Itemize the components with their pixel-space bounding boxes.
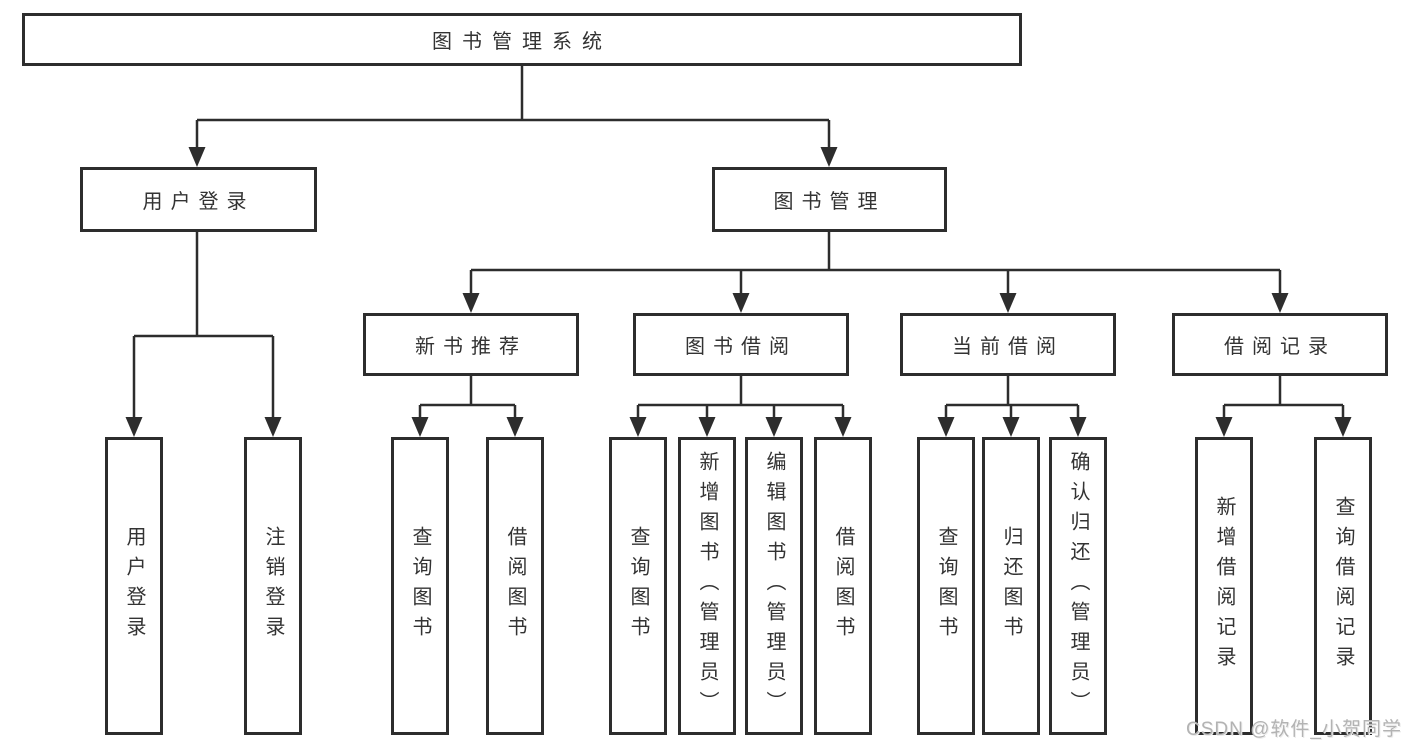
node-library-system: 图书管理系统 <box>22 13 1022 66</box>
leaf-logout-label: 注销登录 <box>262 526 284 646</box>
leaf-logout: 注销登录 <box>244 437 302 735</box>
leaf-add-book-admin: 新增图书（管理员） <box>678 437 736 735</box>
leaf-return-book: 归还图书 <box>982 437 1040 735</box>
leaf-query-borrow-record: 查询借阅记录 <box>1314 437 1372 735</box>
leaf-confirm-return-admin: 确认归还（管理员） <box>1049 437 1107 735</box>
leaf-user-login-label: 用户登录 <box>123 526 145 646</box>
leaf-borrow-books-label: 借阅图书 <box>832 526 854 646</box>
leaf-edit-book-admin: 编辑图书（管理员） <box>745 437 803 735</box>
connector-lines <box>132 66 1345 420</box>
node-book-management: 图书管理 <box>712 167 947 232</box>
node-current-borrowing-label: 当前借阅 <box>952 336 1064 358</box>
node-user-login: 用户登录 <box>80 167 317 232</box>
node-new-book-recommend: 新书推荐 <box>363 313 579 376</box>
node-borrowing-records: 借阅记录 <box>1172 313 1388 376</box>
leaf-borrow-books-recommend-label: 借阅图书 <box>504 526 526 646</box>
leaf-add-borrow-record-label: 新增借阅记录 <box>1213 496 1235 676</box>
node-book-borrowing: 图书借阅 <box>633 313 849 376</box>
leaf-query-borrow-record-label: 查询借阅记录 <box>1332 496 1354 676</box>
leaf-query-books-recommend: 查询图书 <box>391 437 449 735</box>
node-user-login-label: 用户登录 <box>142 191 255 213</box>
leaf-query-books-borrow: 查询图书 <box>609 437 667 735</box>
leaf-query-books-recommend-label: 查询图书 <box>409 526 431 646</box>
csdn-watermark: CSDN @软件_小贺同学 <box>1186 719 1402 740</box>
arrowheads <box>125 147 1352 437</box>
leaf-query-books-current: 查询图书 <box>917 437 975 735</box>
leaf-add-book-admin-label: 新增图书（管理员） <box>696 451 718 721</box>
node-book-borrowing-label: 图书借阅 <box>685 336 797 358</box>
leaf-edit-book-admin-label: 编辑图书（管理员） <box>763 451 785 721</box>
leaf-add-borrow-record: 新增借阅记录 <box>1195 437 1253 735</box>
node-borrowing-records-label: 借阅记录 <box>1224 336 1336 358</box>
leaf-query-books-current-label: 查询图书 <box>935 526 957 646</box>
leaf-user-login: 用户登录 <box>105 437 163 735</box>
node-book-management-label: 图书管理 <box>773 191 886 213</box>
node-new-book-recommend-label: 新书推荐 <box>415 336 527 358</box>
node-library-system-label: 图书管理系统 <box>432 31 612 53</box>
leaf-borrow-books-recommend: 借阅图书 <box>486 437 544 735</box>
node-current-borrowing: 当前借阅 <box>900 313 1116 376</box>
leaf-return-book-label: 归还图书 <box>1000 526 1022 646</box>
leaf-query-books-borrow-label: 查询图书 <box>627 526 649 646</box>
leaf-borrow-books: 借阅图书 <box>814 437 872 735</box>
leaf-confirm-return-admin-label: 确认归还（管理员） <box>1067 451 1089 721</box>
